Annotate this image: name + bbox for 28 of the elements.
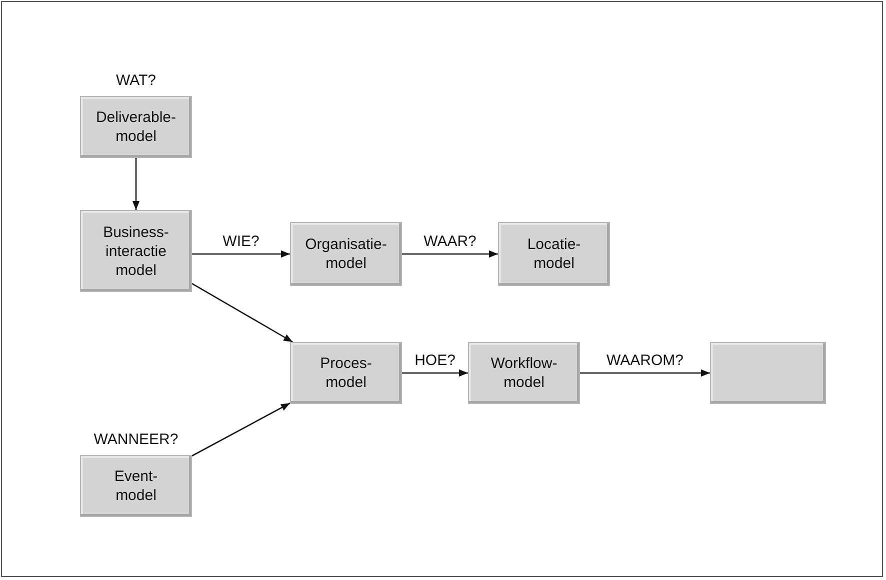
box-label: Proces-model (319, 354, 373, 392)
process-box (290, 342, 402, 404)
box-label: Deliverable-model (94, 108, 178, 146)
box-label: Locatie-model (526, 235, 582, 273)
edge-label: WAAROM? (606, 352, 684, 370)
box-label: Workflow-model (490, 354, 558, 392)
arrow (402, 369, 468, 377)
empty-box (710, 342, 826, 404)
arrow (192, 402, 290, 456)
process-box (80, 96, 192, 158)
arrow (192, 250, 290, 258)
box-label: Business-interactie model (102, 222, 170, 280)
process-box (290, 222, 402, 286)
arrow (132, 158, 140, 210)
process-box (498, 222, 610, 286)
question-label: WAT? (116, 72, 156, 90)
edge-label: WAAR? (424, 233, 476, 251)
box-label: Organisatie-model (304, 235, 388, 273)
edge-label: WIE? (222, 233, 260, 251)
question-label: WANNEER? (94, 431, 178, 449)
process-box (80, 455, 192, 517)
process-box (468, 342, 580, 404)
arrow (402, 250, 498, 258)
edge-label: HOE? (414, 352, 456, 370)
arrow (192, 282, 293, 343)
arrow (580, 369, 710, 377)
process-box (80, 210, 192, 292)
box-label: Event-model (113, 467, 159, 505)
